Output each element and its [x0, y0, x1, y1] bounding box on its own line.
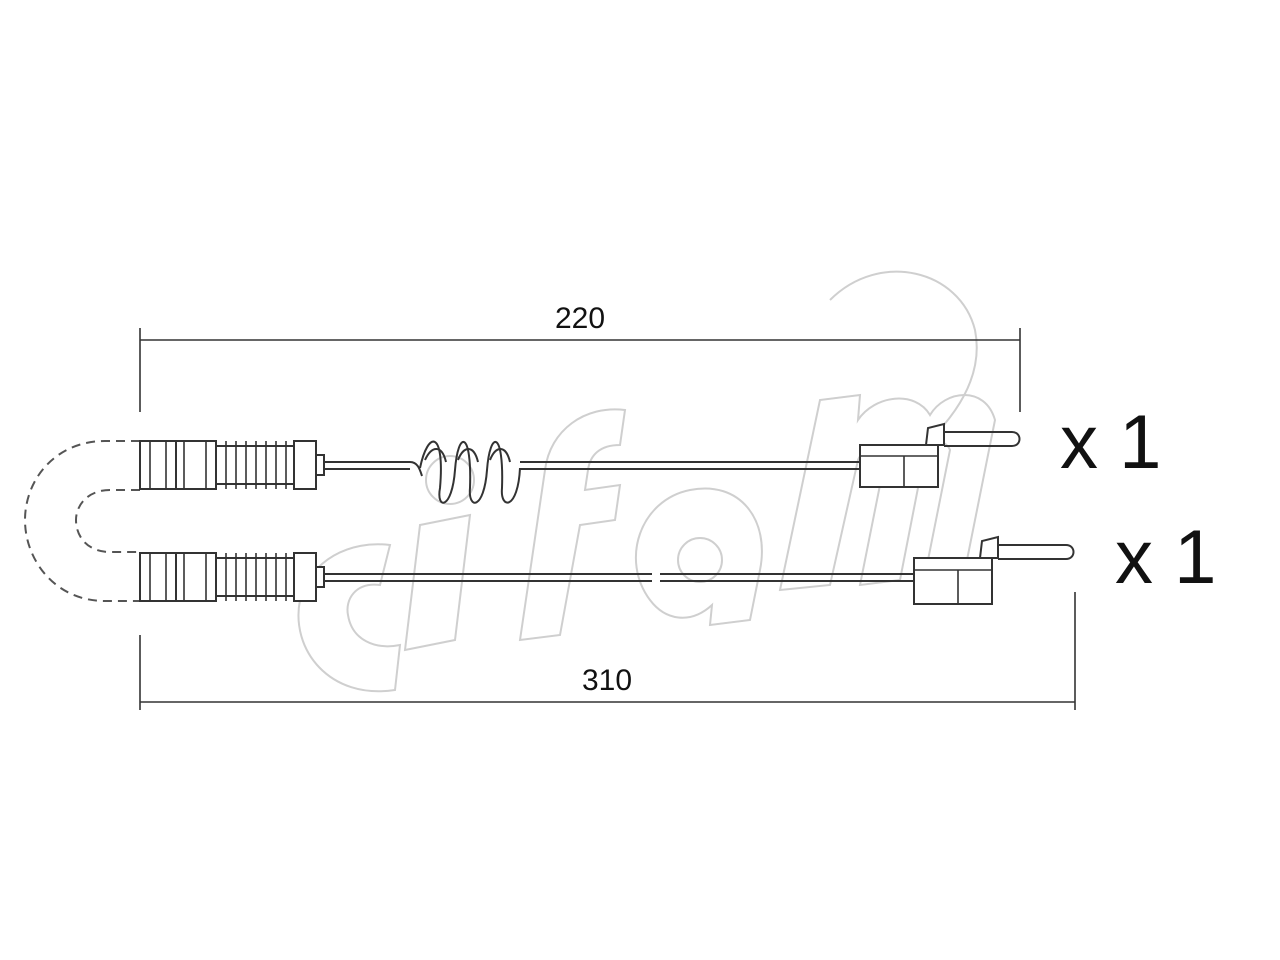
- cifam-watermark-icon: [297, 270, 997, 693]
- dimension-bottom: 310: [139, 592, 1076, 710]
- cable-loop-dashed: [23, 440, 140, 602]
- sensor-top: [139, 422, 1021, 504]
- quantity-bottom-label: x 1: [1115, 515, 1216, 600]
- dimension-top: 220: [139, 302, 1021, 412]
- dimension-bottom-label: 310: [582, 664, 632, 697]
- quantity-top-label: x 1: [1060, 400, 1161, 485]
- sensor-bottom: [139, 535, 1075, 605]
- dimension-top-label: 220: [555, 302, 605, 335]
